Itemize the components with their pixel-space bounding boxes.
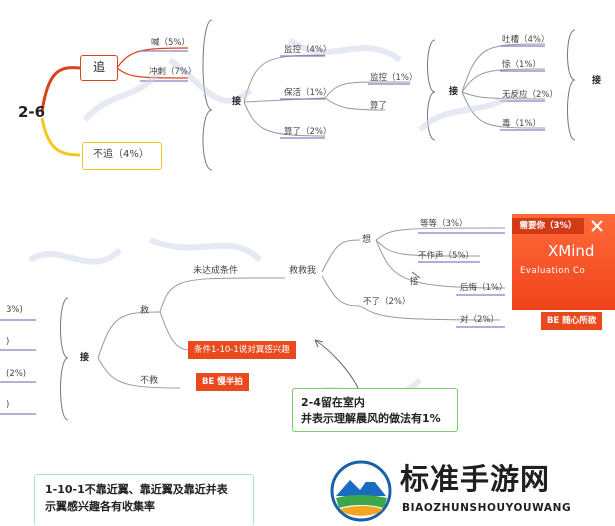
be-whim-tag: BE 随心所欲 bbox=[541, 312, 603, 330]
site-logo-icon bbox=[330, 460, 392, 522]
left-fragment: ) bbox=[6, 337, 10, 347]
chase-child-shout: 喊（5%） bbox=[151, 38, 190, 48]
col3-monitor: 监控（1%） bbox=[370, 73, 418, 83]
note-line: 示翼感兴趣各有收集率 bbox=[45, 500, 155, 513]
xmind-subtitle: Evaluation Co bbox=[520, 266, 586, 276]
regret-node: 后悔（1%） bbox=[460, 283, 508, 293]
note-stay-indoors: 2-4留在室内 并表示理解晨风的做法有1% bbox=[292, 388, 458, 432]
xmind-x-icon bbox=[590, 218, 604, 232]
jie-node-1: 接 bbox=[232, 97, 242, 107]
jie-node-2: 接 bbox=[449, 87, 459, 97]
section-separator bbox=[0, 440, 615, 460]
site-name-cn: 标准手游网 bbox=[400, 462, 551, 496]
no-chase-node: 不追（4%） bbox=[82, 142, 162, 170]
save-node: 救 bbox=[140, 306, 150, 316]
col4-surprise: 惊（1%） bbox=[502, 60, 541, 70]
xmind-title: XMind bbox=[548, 242, 595, 260]
help-me-node: 救救我 bbox=[289, 266, 317, 276]
note-line: 2-4留在室内 bbox=[301, 396, 365, 409]
col2-forget: 算了（2%） bbox=[284, 127, 332, 137]
note-line: 1-10-1不靠近翼、靠近翼及靠近并表 bbox=[45, 483, 228, 496]
unmet-condition-node: 未达成条件 bbox=[193, 266, 239, 276]
be-slow-tag: BE 慢半拍 bbox=[196, 373, 249, 391]
condition-tag: 条件1-10-1说对翼感兴趣 bbox=[188, 341, 296, 359]
jie-small-node: 接 bbox=[410, 277, 419, 287]
section-1-connectors bbox=[40, 19, 576, 171]
not-save-node: 不救 bbox=[140, 376, 159, 386]
no-way-node: 不了（2%） bbox=[363, 297, 411, 307]
root-node: 2-6 bbox=[18, 103, 46, 121]
wait-node: 等等（3%） bbox=[420, 219, 468, 229]
note-collection-rate: 1-10-1不靠近翼、靠近翼及靠近并表 示翼感兴趣各有收集率 bbox=[34, 474, 254, 526]
right-node: 对（2%） bbox=[460, 315, 499, 325]
note-line: 并表示理解晨风的做法有1% bbox=[301, 412, 441, 425]
left-fragment: (2%) bbox=[6, 369, 27, 379]
col4-poison: 毒（1%） bbox=[502, 119, 541, 129]
site-name-en: BIAOZHUNSHOUYOUWANG bbox=[402, 502, 572, 514]
section-separator bbox=[0, 182, 615, 204]
jie-node-3: 接 bbox=[592, 76, 602, 86]
jie-node: 接 bbox=[80, 353, 90, 363]
col2-monitor: 监控（4%） bbox=[284, 45, 332, 55]
site-watermark: 标准手游网 BIAOZHUNSHOUYOUWANG bbox=[330, 458, 615, 525]
xmind-evaluation-banner: 需要你（3%） XMind Evaluation Co bbox=[512, 214, 615, 310]
col4-complain: 吐槽（4%） bbox=[502, 35, 550, 45]
chase-child-sprint: 冲刺（7%） bbox=[149, 67, 197, 77]
left-fragment: 3%) bbox=[6, 305, 23, 315]
left-fragment: ) bbox=[6, 400, 10, 410]
think-node: 想 bbox=[362, 235, 372, 245]
col4-noreaction: 无反应（2%） bbox=[502, 90, 558, 100]
chase-node: 追 bbox=[80, 55, 118, 81]
col3-forget: 算了 bbox=[370, 101, 388, 111]
col2-keepalive: 保活（1%） bbox=[284, 88, 332, 98]
silent-node: 不作声（5%） bbox=[418, 251, 474, 261]
need-you-tag: 需要你（3%） bbox=[512, 218, 584, 234]
